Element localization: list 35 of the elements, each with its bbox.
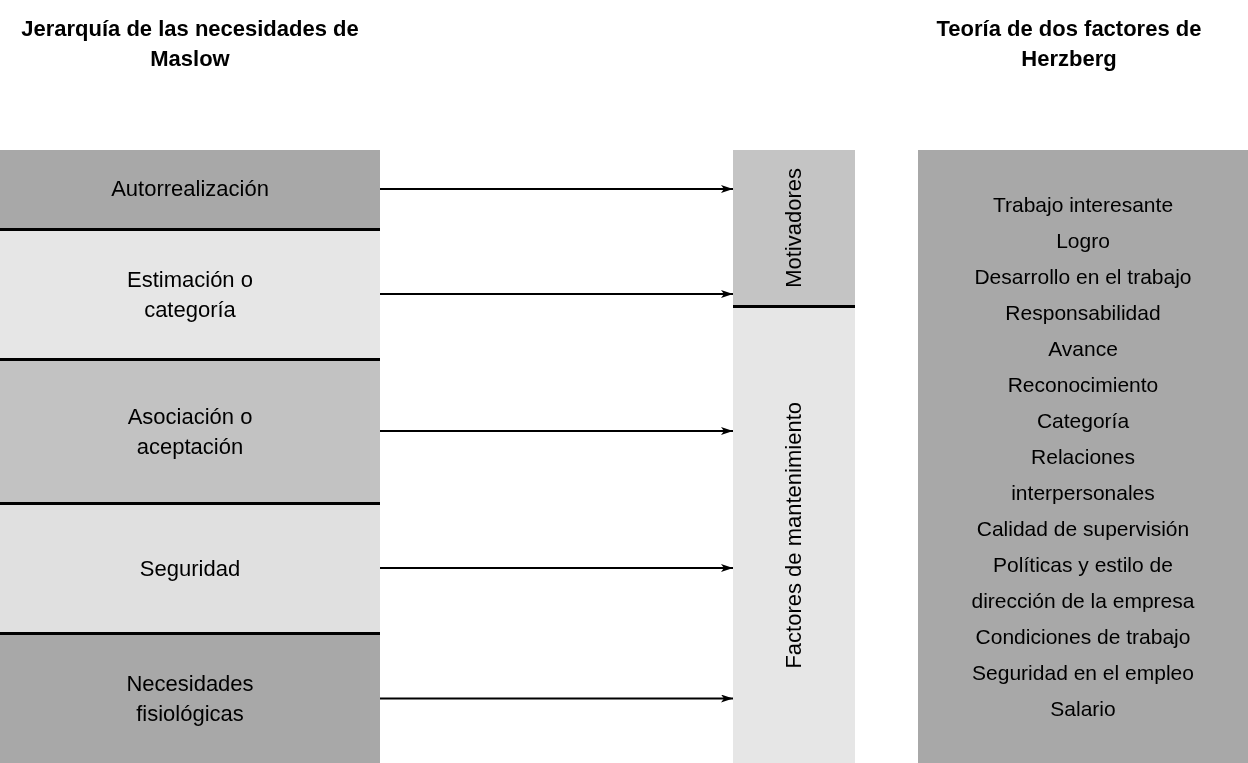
factor-item: Salario [1049,695,1117,722]
need-label: Autorrealización [110,175,270,203]
factor-label: Motivadores [780,167,807,288]
need-label: Seguridad [138,554,242,583]
need-level-band [0,358,380,502]
factor-item: Desarrollo en el trabajo [973,263,1193,290]
factor-item: Avance [1047,335,1119,362]
factor-item: Trabajo interesante [991,191,1175,218]
factor-item: Relaciones interpersonales [1010,443,1156,506]
need-level-band [0,502,380,632]
arrow [379,564,734,572]
need-label: Estimación o categoría [126,265,254,324]
factor-item: Seguridad en el empleo [971,659,1195,686]
need-level-band [0,228,380,358]
factor-band [733,150,855,305]
need-label: Necesidades fisiológicas [125,670,255,728]
arrow [379,694,734,703]
factor-item: Políticas y estilo de dirección de la empresa [970,551,1196,614]
arrow [379,427,734,435]
arrow [379,185,734,193]
factor-item: Responsabilidad [1004,299,1162,326]
factor-item: Categoría [1035,407,1131,434]
need-level-band [0,632,380,763]
factor-item: Condiciones de trabajo [974,623,1192,650]
factor-item: Calidad de supervisión [975,515,1191,542]
factor-item: Reconocimiento [1006,371,1160,398]
need-level-band [0,150,380,228]
factor-label: Factores de mantenimiento [780,402,807,669]
arrow [379,290,734,298]
need-label: Asociación o aceptación [126,402,254,461]
factor-band [733,305,855,763]
column-heading: Jerarquía de las necesidades de Maslow [20,15,360,73]
column-heading: Teoría de dos factores de Herzberg [935,15,1203,73]
factor-item: Logro [1055,227,1111,254]
factor-list-panel [918,150,1248,763]
